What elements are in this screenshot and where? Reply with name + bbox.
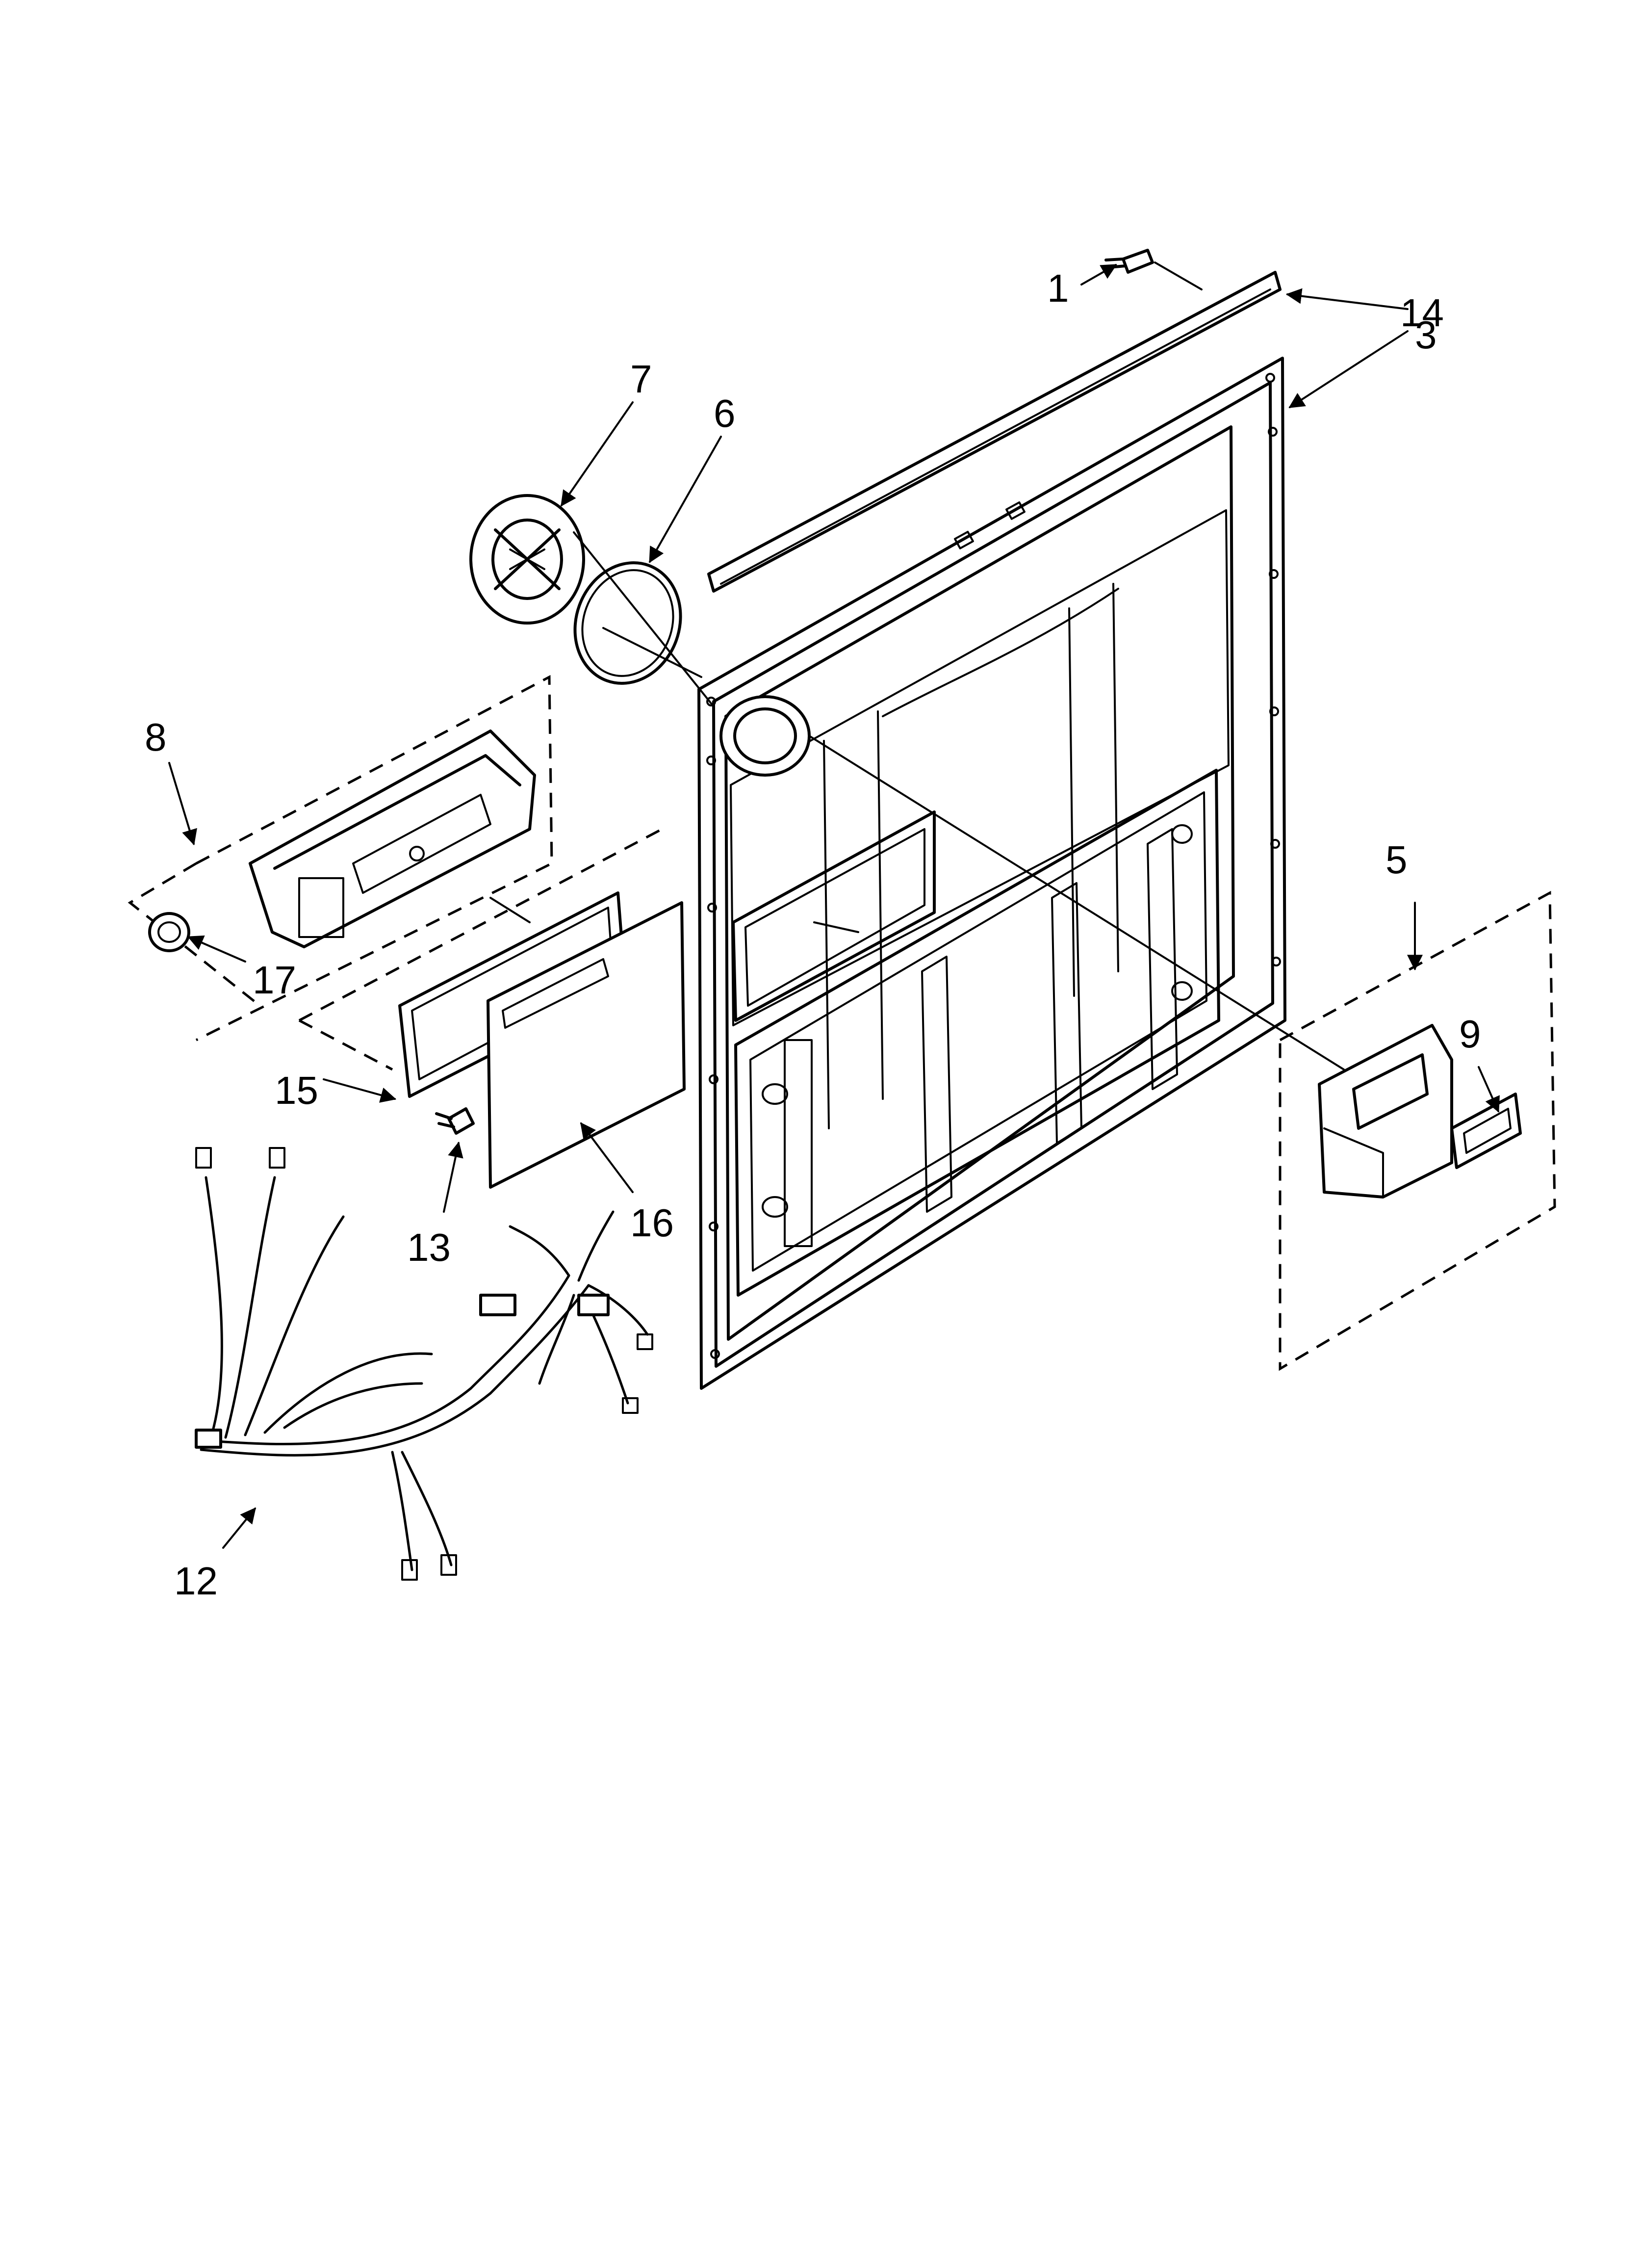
inner-door-panel: [697, 357, 1286, 1390]
vent-cap: [469, 494, 585, 625]
callout-1: 1: [1047, 266, 1069, 310]
callout-7: 7: [630, 357, 652, 401]
control-panel-assembly: [298, 828, 686, 1189]
leader-lines: [168, 261, 1500, 1549]
callout-13: 13: [407, 1225, 451, 1269]
door-trim-strip: [707, 271, 1282, 593]
vent-gasket: [573, 561, 682, 685]
callout-6: 6: [714, 391, 736, 435]
vent-duct-assembly: [1279, 890, 1556, 1371]
screw-part-13: [435, 1107, 475, 1135]
callout-9: 9: [1459, 1012, 1481, 1056]
callout-16: 16: [630, 1201, 674, 1245]
callout-5: 5: [1385, 838, 1408, 882]
callout-14: 14: [1400, 291, 1444, 335]
callout-3: 3: [1415, 313, 1437, 357]
dispenser-assembly: [128, 675, 553, 1042]
wire-harness: [195, 1147, 653, 1581]
callout-8: 8: [145, 715, 167, 759]
screw-part-1: [1104, 249, 1154, 274]
callouts: 1 3 5 6 7 8 9 12 13 14 15 16 17: [145, 266, 1481, 1603]
callout-17: 17: [253, 958, 296, 1002]
callout-15: 15: [275, 1069, 318, 1112]
knob-part-17: [148, 912, 190, 952]
callout-12: 12: [174, 1559, 218, 1603]
